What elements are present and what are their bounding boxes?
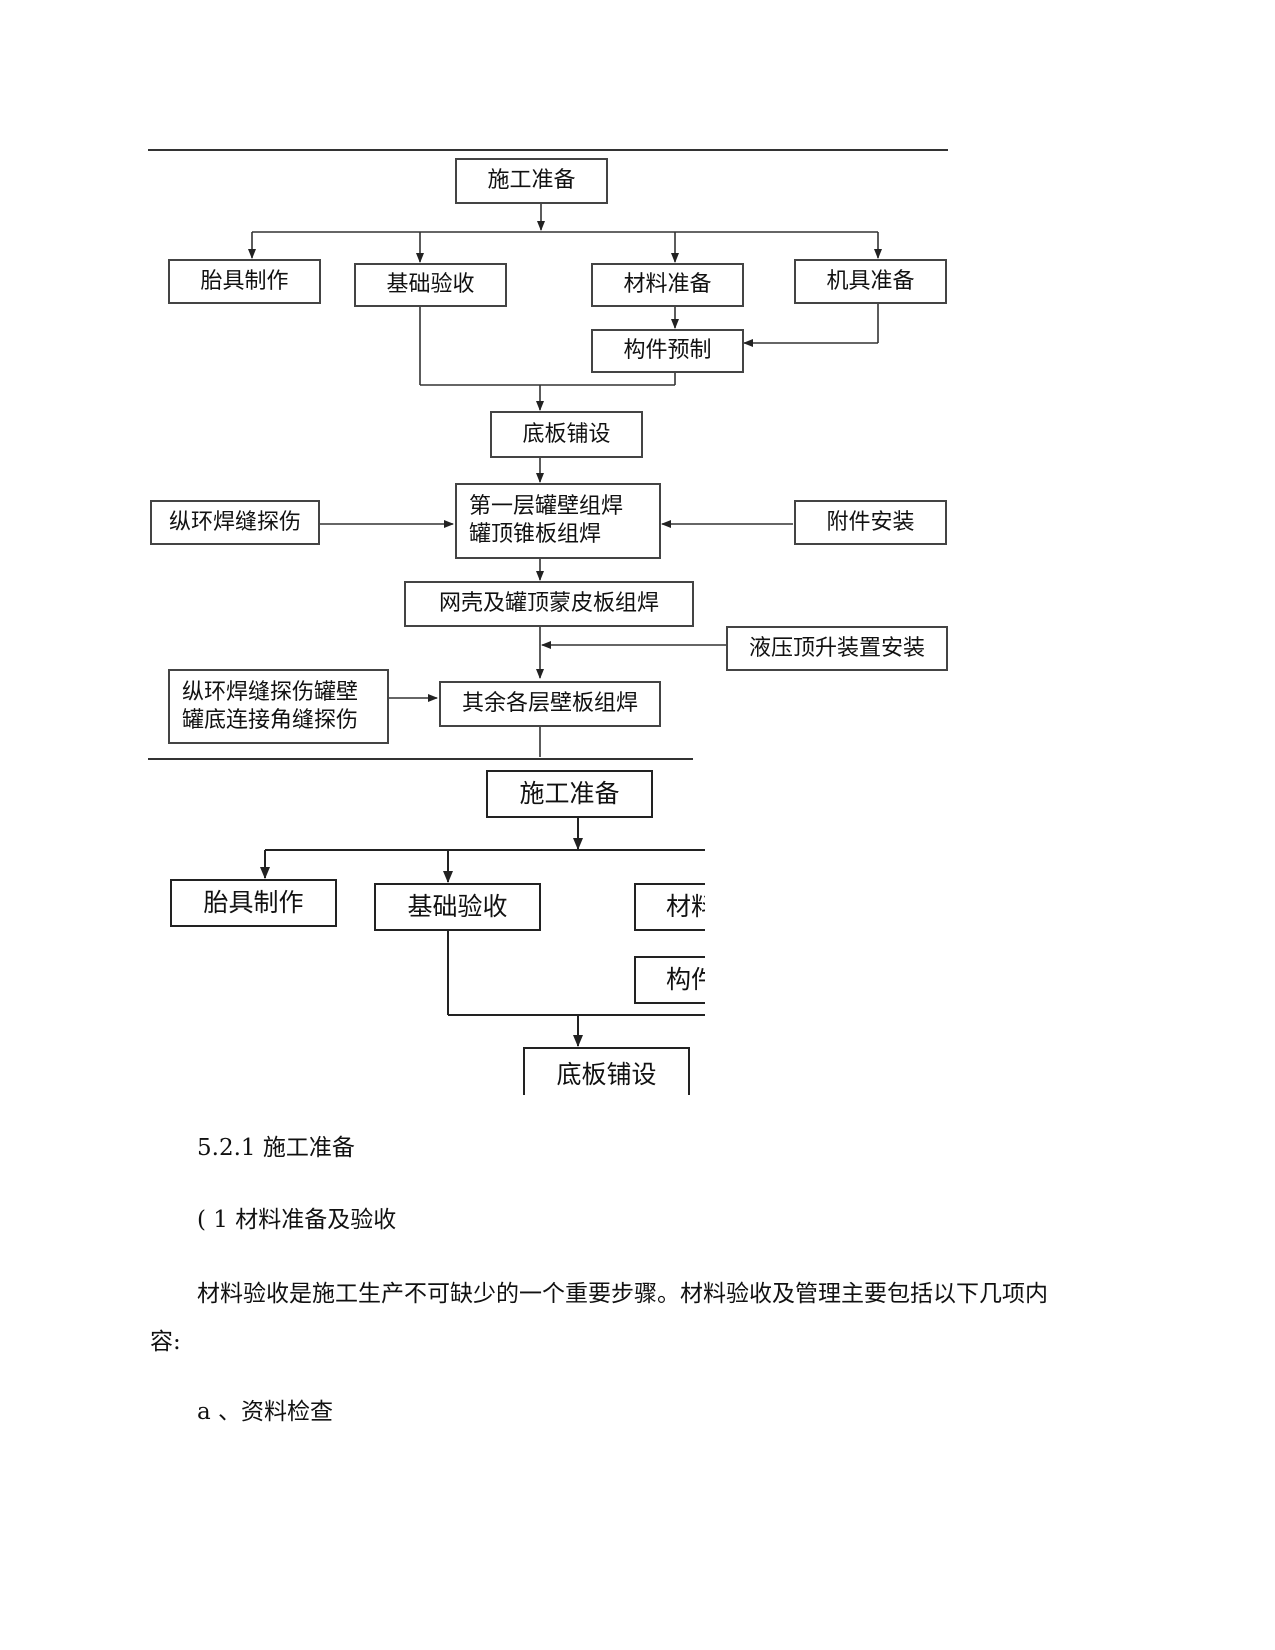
node2-cailiao-label: 材料: [666, 892, 705, 921]
paragraph-line-1: 材料验收是施工生产不可缺少的一个重要步骤。材料验收及管理主要包括以下几项内: [197, 1281, 1048, 1307]
section-heading: 5.2.1 施工准备: [197, 1135, 355, 1161]
flowchart-2-connectors: [260, 817, 705, 1047]
node-zonghuan-guanbi: 纵环焊缝探伤罐壁 罐底连接角缝探伤: [168, 669, 389, 744]
node-zonghuan2-line1: 纵环焊缝探伤罐壁: [182, 679, 359, 705]
node-zonghuan2-line2: 罐底连接角缝探伤: [182, 707, 359, 733]
node-shigong-zhunbei: 施工准备: [455, 158, 608, 204]
node-cailiao-zhunbei: 材料准备: [591, 263, 744, 307]
list-item-a: a 、资料检查: [197, 1399, 334, 1425]
node-diyiceng-line1: 第一层罐壁组焊: [469, 494, 624, 519]
node-wangke-zuhan: 网壳及罐顶蒙皮板组焊: [404, 581, 694, 627]
node-qiyu-gecheng: 其余各层壁板组焊: [439, 681, 661, 727]
node2-goujian-partial: 构件: [634, 956, 705, 1004]
node-yeya-dingsheng: 液压顶升装置安装: [726, 626, 948, 671]
node-jiju-zhunbei: 机具准备: [794, 259, 947, 304]
node2-goujian-label: 构件: [666, 965, 705, 994]
node-goujian-yuzhi: 构件预制: [591, 329, 744, 373]
node-zonghuan-tanshang: 纵环焊缝探伤: [150, 500, 320, 545]
flowchart-1: 施工准备 胎具制作 基础验收 材料准备 机具准备 构件预制 底板铺设 第一层罐壁…: [148, 149, 948, 760]
node-diyiceng-line2: 罐顶锥板组焊: [469, 522, 602, 547]
node-jichu-yanshou: 基础验收: [354, 263, 507, 307]
node2-jichu-yanshou: 基础验收: [374, 883, 541, 931]
node-diyiceng-guanbi: 第一层罐壁组焊 罐顶锥板组焊: [455, 483, 661, 559]
flowchart-1-connectors: [248, 203, 882, 757]
node2-diban-pushe: 底板铺设: [523, 1047, 690, 1095]
node-taiju-zhizuo: 胎具制作: [168, 259, 321, 304]
top-rule: [148, 149, 948, 151]
middle-rule: [148, 758, 693, 760]
node2-taiju-zhizuo: 胎具制作: [170, 879, 337, 927]
sub-heading: ( 1 材料准备及验收: [197, 1207, 397, 1233]
node2-shigong-zhunbei: 施工准备: [486, 770, 653, 818]
flowchart-2: 施工准备 胎具制作 基础验收 材料 构件 底板铺设: [145, 770, 705, 1095]
node-fujian-anzhuang: 附件安装: [794, 500, 947, 545]
paragraph-line-2: 容:: [150, 1329, 181, 1355]
node2-cailiao-partial: 材料: [634, 883, 705, 931]
node-diban-pushe: 底板铺设: [490, 411, 643, 458]
